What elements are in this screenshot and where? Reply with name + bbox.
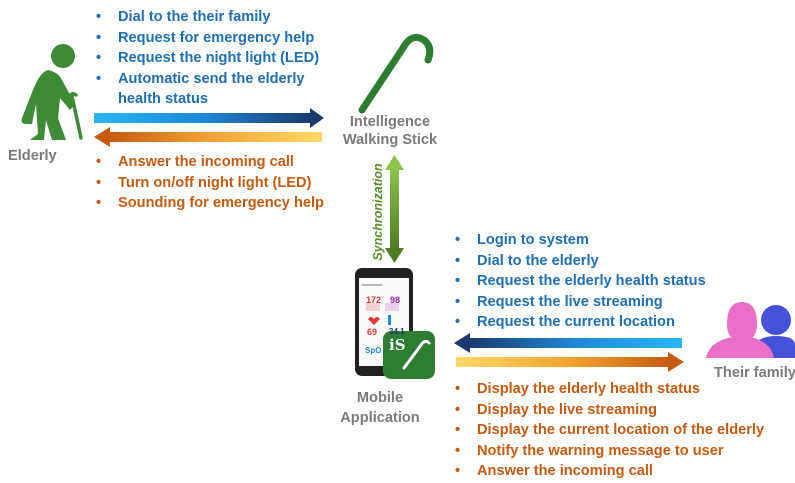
elderly-person-icon — [21, 44, 83, 140]
mobile-label-line1: Mobile — [356, 390, 404, 406]
phone-value-2: 98 — [390, 295, 401, 305]
family-label: Their family — [714, 365, 795, 381]
app-logo-text: iS — [389, 336, 406, 354]
arrow-app-to-family — [456, 352, 684, 372]
elderly-to-stick-list: Dial to the their family Request for eme… — [94, 7, 319, 89]
phone-value-4: 34.1 — [389, 327, 405, 336]
sync-arrow — [385, 155, 404, 263]
list-item: Display the current location of the elde… — [453, 420, 764, 441]
list-item: Login to system — [453, 230, 706, 251]
stick-label-line2: Walking Stick — [342, 132, 438, 148]
list-item: Display the elderly health status — [453, 379, 764, 400]
stick-to-elderly-list: Answer the incoming call Turn on/off nig… — [94, 152, 324, 214]
list-item: Request the current location — [453, 312, 706, 333]
list-item: Notify the warning message to user — [453, 441, 764, 462]
mobile-label-line2: Application — [340, 410, 420, 426]
family-icon — [706, 302, 795, 358]
arrow-stick-to-elderly — [94, 127, 322, 147]
list-item: Request the night light (LED) — [94, 48, 319, 69]
phone-value-1: 172 — [366, 295, 382, 305]
list-item: Display the live streaming — [453, 400, 764, 421]
phone-value-5: SpO — [365, 346, 382, 355]
app-to-family-list: Display the elderly health status Displa… — [453, 379, 764, 482]
list-item: Answer the incoming call — [453, 461, 764, 482]
list-item: Dial to the their family — [94, 7, 319, 28]
walking-stick-icon — [358, 33, 434, 114]
list-item: Request the elderly health status — [453, 271, 706, 292]
app-logo-icon — [383, 331, 435, 379]
arrow-elderly-to-stick — [94, 108, 324, 128]
elderly-label: Elderly — [8, 148, 57, 164]
list-item: Automatic send the elderly — [94, 69, 319, 90]
list-item: Request the live streaming — [453, 292, 706, 313]
list-item: Request for emergency help — [94, 28, 319, 49]
list-item: Sounding for emergency help — [94, 193, 324, 214]
list-item: Turn on/off night light (LED) — [94, 173, 324, 194]
list-item-continuation: health status — [118, 91, 209, 107]
arrow-family-to-app — [454, 333, 682, 353]
phone-value-3: 69 — [367, 327, 378, 337]
list-item: Answer the incoming call — [94, 152, 324, 173]
list-item: Dial to the elderly — [453, 251, 706, 272]
sync-label: Synchronization — [371, 163, 385, 261]
family-to-app-list: Login to system Dial to the elderly Requ… — [453, 230, 706, 333]
stick-label-line1: Intelligence — [349, 114, 431, 130]
